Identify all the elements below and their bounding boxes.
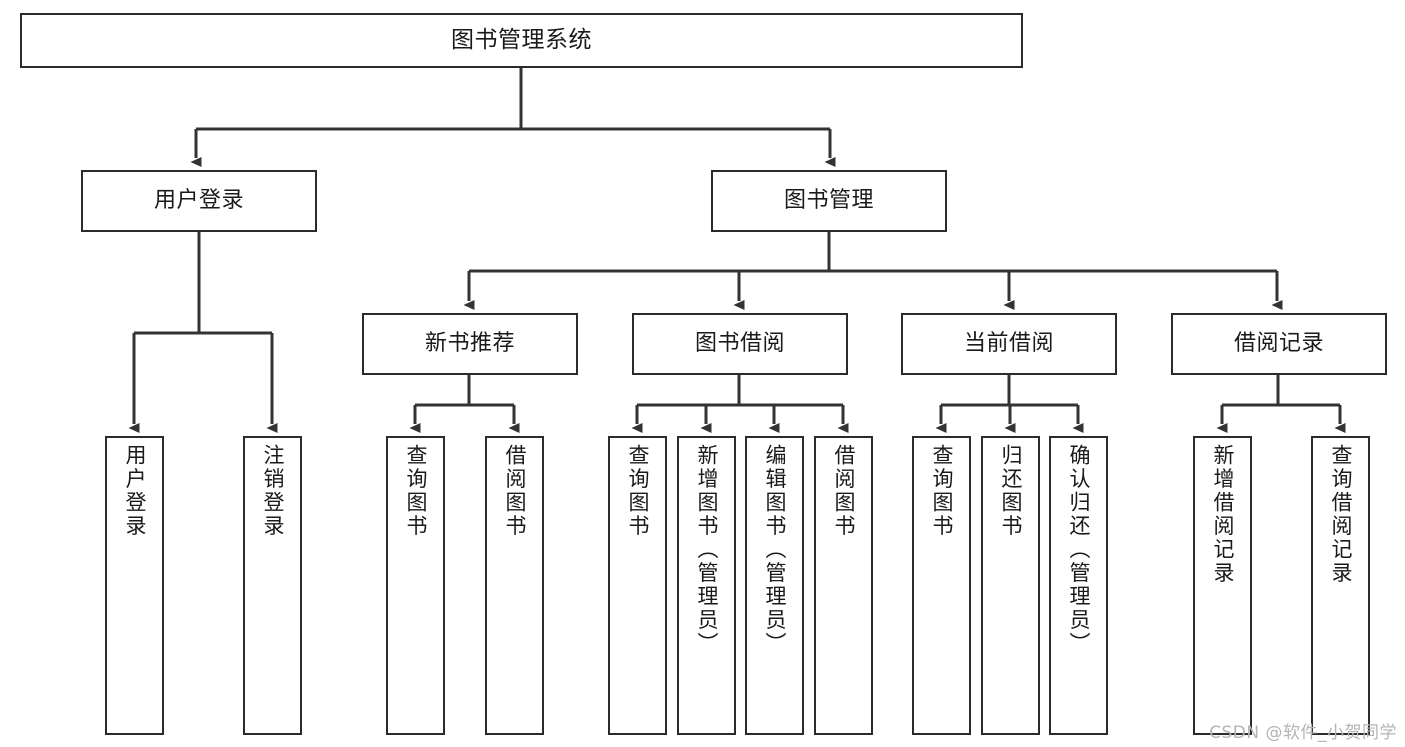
node-current-borrow[interactable]: 当前借阅 bbox=[901, 313, 1117, 375]
node-new-book-recommend[interactable]: 新书推荐 bbox=[362, 313, 578, 375]
node-label: 图书借阅 bbox=[694, 330, 785, 356]
node-label: 借阅图书 bbox=[832, 444, 856, 538]
node-book-borrow[interactable]: 图书借阅 bbox=[632, 313, 848, 375]
node-label: 确认归还（管理员） bbox=[1067, 444, 1091, 656]
node-label: 用户登录 bbox=[123, 444, 147, 538]
node-label: 新增图书（管理员） bbox=[695, 444, 719, 656]
node-root-book-management-system[interactable]: 图书管理系统 bbox=[20, 13, 1023, 68]
node-label: 查询图书 bbox=[930, 444, 954, 538]
node-label: 查询借阅记录 bbox=[1329, 444, 1353, 585]
node-label: 归还图书 bbox=[999, 444, 1023, 538]
node-leaf-confirm-return-admin[interactable]: 确认归还（管理员） bbox=[1049, 436, 1108, 735]
node-leaf-query-book-current[interactable]: 查询图书 bbox=[912, 436, 971, 735]
csdn-watermark: CSDN @软件_小贺同学 bbox=[1209, 723, 1397, 743]
node-label: 当前借阅 bbox=[963, 330, 1054, 356]
node-leaf-return-book[interactable]: 归还图书 bbox=[981, 436, 1040, 735]
node-book-management[interactable]: 图书管理 bbox=[711, 170, 947, 232]
node-label: 注销登录 bbox=[261, 444, 285, 538]
node-leaf-query-book-recommend[interactable]: 查询图书 bbox=[386, 436, 445, 735]
node-label: 图书管理 bbox=[783, 187, 874, 213]
node-label: 图书管理系统 bbox=[451, 26, 592, 53]
node-leaf-query-borrow-record[interactable]: 查询借阅记录 bbox=[1311, 436, 1370, 735]
node-label: 新书推荐 bbox=[424, 330, 515, 356]
node-leaf-edit-book-admin[interactable]: 编辑图书（管理员） bbox=[745, 436, 804, 735]
node-leaf-logout[interactable]: 注销登录 bbox=[243, 436, 302, 735]
node-label: 查询图书 bbox=[404, 444, 428, 538]
node-leaf-add-book-admin[interactable]: 新增图书（管理员） bbox=[677, 436, 736, 735]
node-leaf-borrow-book-recommend[interactable]: 借阅图书 bbox=[485, 436, 544, 735]
node-user-login[interactable]: 用户登录 bbox=[81, 170, 317, 232]
node-label: 借阅图书 bbox=[503, 444, 527, 538]
node-leaf-user-login[interactable]: 用户登录 bbox=[105, 436, 164, 735]
node-label: 查询图书 bbox=[626, 444, 650, 538]
node-leaf-add-borrow-record[interactable]: 新增借阅记录 bbox=[1193, 436, 1252, 735]
node-leaf-query-book-borrow[interactable]: 查询图书 bbox=[608, 436, 667, 735]
node-leaf-borrow-book[interactable]: 借阅图书 bbox=[814, 436, 873, 735]
node-label: 借阅记录 bbox=[1233, 330, 1324, 356]
node-label: 新增借阅记录 bbox=[1211, 444, 1235, 585]
node-borrow-record[interactable]: 借阅记录 bbox=[1171, 313, 1387, 375]
node-label: 用户登录 bbox=[153, 187, 244, 213]
node-label: 编辑图书（管理员） bbox=[763, 444, 787, 656]
